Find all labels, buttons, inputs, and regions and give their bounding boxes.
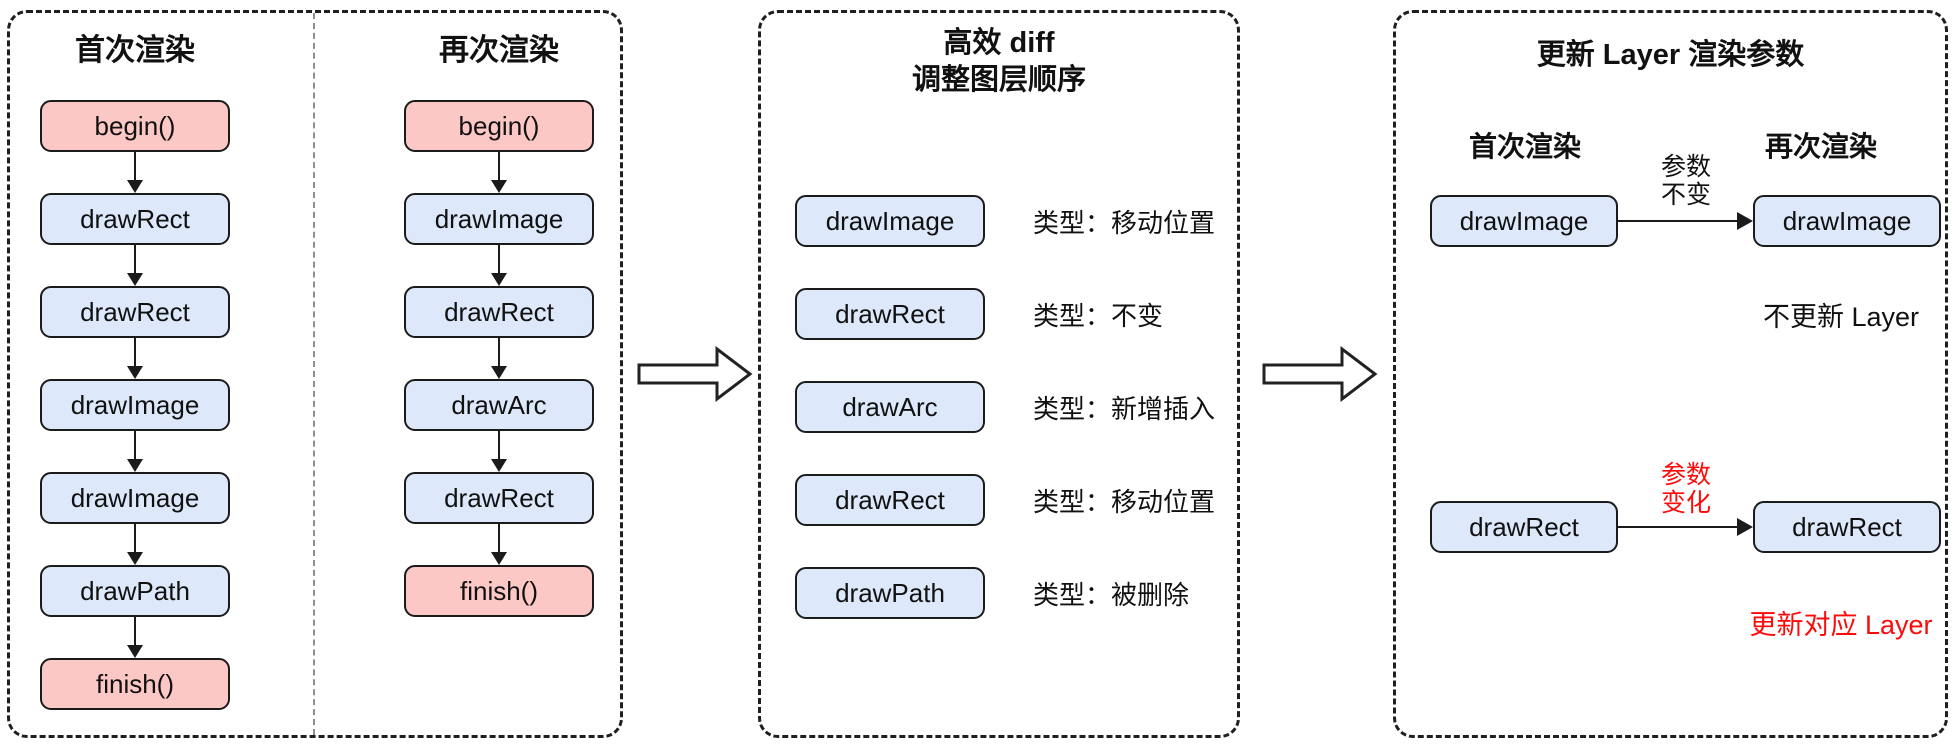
diff-type-label: 类型：新增插入: [1033, 393, 1216, 424]
diff-op-label: drawPath: [835, 577, 945, 608]
param-changed-label: 参数 变化: [1628, 461, 1744, 517]
diff-row: drawRect 类型：不变: [795, 288, 1237, 340]
update-layer-note: 更新对应 Layer: [1749, 610, 1933, 640]
flow-node-label: begin(): [458, 110, 540, 141]
flow-node-label: drawImage: [70, 482, 200, 513]
diff-rows: drawImage 类型：移动位置 drawRect 类型：不变 drawArc…: [795, 195, 1237, 660]
diff-type-label: 类型：移动位置: [1033, 207, 1216, 238]
flow-node-label: drawRect: [80, 203, 190, 234]
flow-node: drawRect: [404, 472, 594, 524]
update-to-label: drawRect: [1792, 511, 1902, 542]
update-col-header-second: 再次渲染: [1764, 131, 1877, 162]
flow-node: drawRect: [40, 286, 230, 338]
update-to-node: drawRect: [1753, 501, 1941, 553]
update-from-node: drawImage: [1430, 195, 1618, 247]
update-panel-title: 更新 Layer 渲染参数: [1536, 39, 1805, 71]
transform-arrow-icon: [1262, 346, 1378, 402]
flow-arrow-down-icon: [491, 152, 507, 193]
flow-arrow-down-icon: [491, 245, 507, 286]
flow-node: drawArc: [404, 379, 594, 431]
flow-arrow-down-icon: [127, 338, 143, 379]
diff-op-label: drawRect: [835, 298, 945, 329]
param-arrow-icon: [1618, 212, 1753, 230]
flow-node: begin(): [40, 100, 230, 152]
update-to-node: drawImage: [1753, 195, 1941, 247]
flow-node: drawImage: [40, 379, 230, 431]
flow-arrow-down-icon: [491, 524, 507, 565]
flow-node: drawRect: [40, 193, 230, 245]
flow-node: drawPath: [40, 565, 230, 617]
flow-node-label: drawPath: [80, 575, 190, 606]
diff-title-line2: 调整图层顺序: [911, 64, 1086, 96]
first-render-column: 首次渲染 begin() drawRect drawRect drawImage…: [40, 13, 230, 710]
flow-arrow-down-icon: [127, 617, 143, 658]
diff-op-label: drawImage: [825, 205, 955, 236]
no-update-layer-note: 不更新 Layer: [1762, 302, 1920, 332]
flow-node-label: drawRect: [444, 482, 554, 513]
update-col-header-first: 首次渲染: [1468, 131, 1581, 162]
diff-title-line1: 高效 diff: [943, 27, 1055, 59]
diff-op-node: drawImage: [795, 195, 985, 247]
flow-node-label: begin(): [94, 110, 176, 141]
diff-type-label: 类型：移动位置: [1033, 486, 1216, 517]
diff-op-node: drawRect: [795, 288, 985, 340]
diff-row: drawImage 类型：移动位置: [795, 195, 1237, 247]
diff-row: drawPath 类型：被删除: [795, 567, 1237, 619]
flow-arrow-down-icon: [127, 524, 143, 565]
update-from-label: drawRect: [1469, 511, 1579, 542]
diff-op-node: drawRect: [795, 474, 985, 526]
diff-op-node: drawArc: [795, 381, 985, 433]
first-render-title: 首次渲染: [75, 34, 195, 67]
flow-node-label: drawArc: [451, 389, 547, 420]
second-render-column: 再次渲染 begin() drawImage drawRect drawArc …: [404, 13, 594, 617]
flow-node: finish(): [404, 565, 594, 617]
param-label-line2: 变化: [1660, 489, 1711, 517]
param-label-line2: 不变: [1660, 181, 1711, 209]
update-from-label: drawImage: [1459, 205, 1589, 236]
flow-arrow-down-icon: [491, 431, 507, 472]
flow-node-label: finish(): [459, 575, 538, 606]
flow-node-label: drawRect: [80, 296, 190, 327]
flow-arrow-down-icon: [127, 431, 143, 472]
flow-arrow-down-icon: [127, 152, 143, 193]
param-label-line1: 参数: [1660, 461, 1711, 489]
flow-node: finish(): [40, 658, 230, 710]
param-arrow-icon: [1618, 518, 1753, 536]
param-unchanged-label: 参数 不变: [1628, 153, 1744, 209]
update-to-label: drawImage: [1782, 205, 1912, 236]
transform-arrow-icon: [637, 346, 753, 402]
diff-panel-title: 高效 diff 调整图层顺序: [761, 25, 1237, 99]
flow-node: drawImage: [404, 193, 594, 245]
flow-node: drawImage: [40, 472, 230, 524]
flow-node-label: drawRect: [444, 296, 554, 327]
flow-node-label: finish(): [95, 668, 174, 699]
flow-node-label: drawImage: [434, 203, 564, 234]
column-divider: [313, 13, 315, 735]
flow-arrow-down-icon: [491, 338, 507, 379]
panel-render-commands: 首次渲染 begin() drawRect drawRect drawImage…: [7, 10, 623, 738]
diff-op-label: drawRect: [835, 484, 945, 515]
panel-update-layer: 更新 Layer 渲染参数 首次渲染 再次渲染 drawImage 参数 不变 …: [1393, 10, 1948, 738]
flow-node: begin(): [404, 100, 594, 152]
diff-op-label: drawArc: [842, 391, 938, 422]
diff-row: drawRect 类型：移动位置: [795, 474, 1237, 526]
update-from-node: drawRect: [1430, 501, 1618, 553]
diff-type-label: 类型：被删除: [1033, 579, 1190, 610]
param-label-line1: 参数: [1660, 153, 1711, 181]
panel-diff: 高效 diff 调整图层顺序 drawImage 类型：移动位置 drawRec…: [758, 10, 1240, 738]
flow-node-label: drawImage: [70, 389, 200, 420]
diff-type-label: 类型：不变: [1033, 300, 1164, 331]
diff-row: drawArc 类型：新增插入: [795, 381, 1237, 433]
diff-op-node: drawPath: [795, 567, 985, 619]
second-render-title: 再次渲染: [439, 34, 559, 67]
flow-node: drawRect: [404, 286, 594, 338]
flow-arrow-down-icon: [127, 245, 143, 286]
